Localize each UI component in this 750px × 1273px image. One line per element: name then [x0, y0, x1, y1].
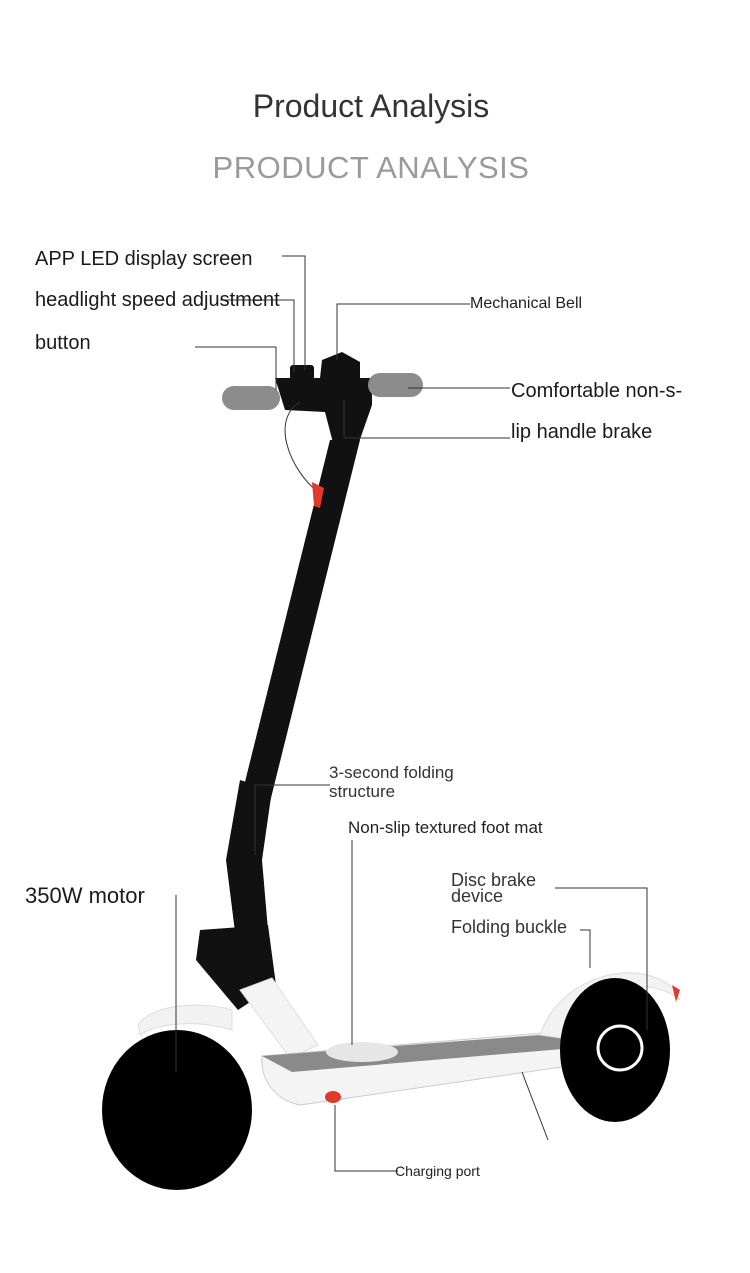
label-comfortable-line2: lip handle brake [511, 421, 653, 443]
page-title: Product Analysis [252, 88, 490, 124]
label-folding-line2: structure [329, 782, 396, 801]
foot-mat [262, 1032, 580, 1072]
label-motor: 350W motor [25, 883, 145, 908]
label-comfortable-line1: Comfortable non-s- [511, 380, 683, 402]
charging-port-icon [325, 1091, 341, 1103]
label-headlight-line2: button [35, 332, 91, 354]
leader-headlight [220, 299, 295, 372]
display-icon [290, 365, 314, 383]
rear-wheel [560, 978, 670, 1122]
label-foot-mat: Non-slip textured foot mat [348, 818, 543, 837]
label-folding-line1: 3-second folding [329, 763, 454, 782]
rear-light [672, 985, 680, 1002]
brake-cable [284, 401, 319, 493]
leader-bell [336, 303, 470, 360]
kickstand [521, 1071, 549, 1141]
cable-clip [312, 482, 324, 508]
bell-icon [320, 352, 360, 378]
scooter-stem [238, 440, 360, 810]
label-folding-buckle: Folding buckle [451, 917, 568, 937]
leader-folding [254, 784, 330, 855]
label-charging-port: Charging port [395, 1163, 480, 1179]
label-disc-line1: Disc brake [451, 870, 537, 890]
leader-buckle [580, 929, 591, 968]
label-disc-line2: device [451, 886, 504, 906]
page-subtitle: PRODUCT ANALYSIS [212, 150, 530, 185]
front-neck [239, 977, 319, 1059]
disc-brake-icon [596, 1024, 644, 1072]
handlebar-head [275, 378, 372, 462]
label-mechanical-bell: Mechanical Bell [470, 295, 583, 312]
front-wheel [102, 1030, 252, 1190]
label-headlight-line1: headlight speed adjustment [35, 289, 280, 311]
right-grip [368, 373, 423, 397]
left-grip [222, 386, 280, 410]
leader-disc-brake [555, 887, 648, 1030]
leader-button [195, 346, 277, 390]
label-app-led: APP LED display screen [35, 248, 253, 270]
front-fender [137, 1004, 233, 1036]
leader-charging [334, 1105, 398, 1172]
deck-logo-plate [326, 1042, 398, 1062]
folding-joint [226, 780, 272, 940]
leader-brake [343, 400, 510, 439]
leader-app-led [282, 255, 306, 370]
